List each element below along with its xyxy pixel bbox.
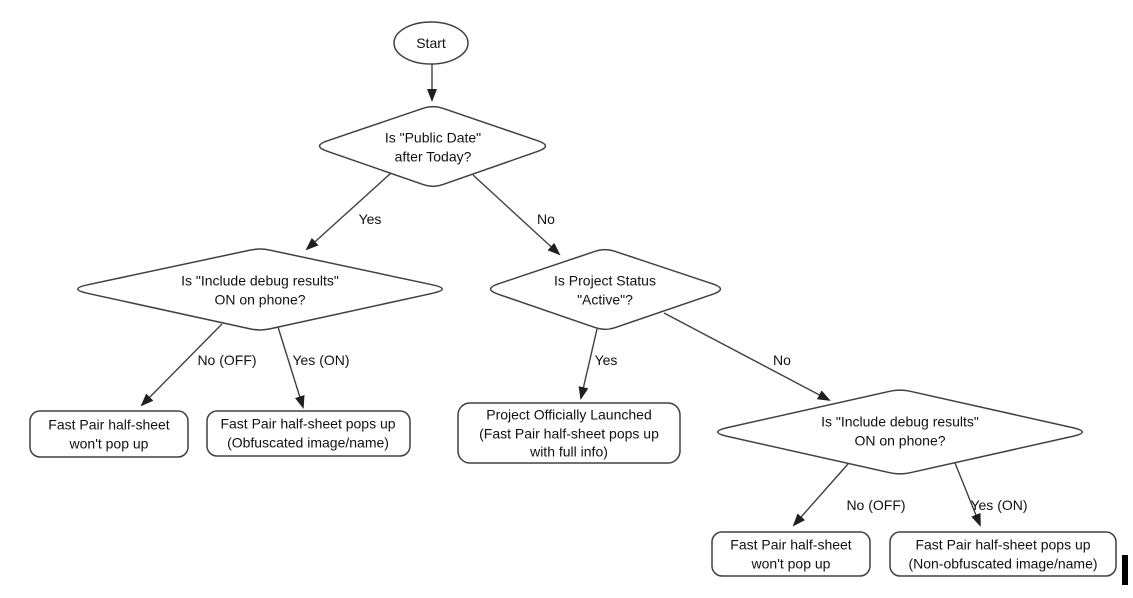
outcome-no-popup-left	[29, 410, 189, 458]
outcome-non-obfuscated	[889, 531, 1117, 577]
edge-public-date-yes	[305, 172, 392, 251]
edge-public-date-no	[472, 174, 561, 256]
edge-status-no	[663, 312, 831, 401]
outcome-launched	[457, 402, 681, 464]
edge-debug-left-yes	[277, 326, 305, 409]
decision-project-status	[489, 248, 722, 331]
decision-debug-left	[77, 248, 443, 331]
start-node	[393, 21, 469, 65]
decision-public-date	[318, 105, 547, 188]
text-cursor-bar	[1122, 555, 1128, 585]
edge-debug-right-yes	[954, 462, 981, 527]
outcome-no-popup-right	[711, 531, 871, 577]
outcome-obfuscated	[206, 410, 411, 457]
edge-debug-right-no	[792, 463, 849, 527]
decision-debug-right	[717, 389, 1083, 475]
edge-status-yes	[578, 328, 598, 400]
edge-debug-left-no	[140, 323, 223, 407]
